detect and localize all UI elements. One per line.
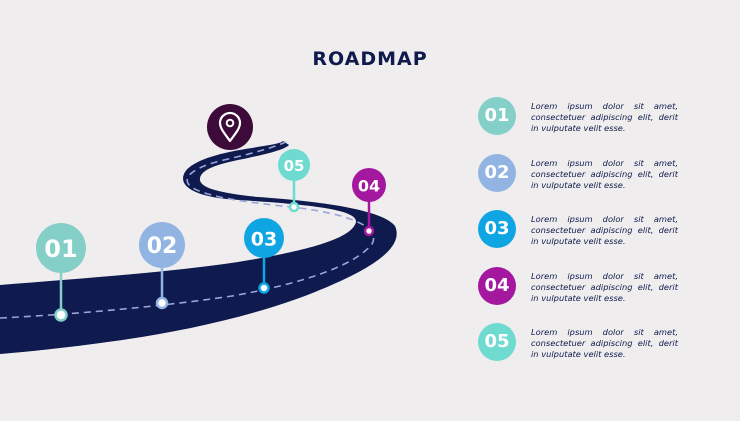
legend-description: Lorem ipsum dolor sit amet, consectetuer… (531, 270, 678, 303)
road-step-label: 02 (147, 234, 178, 259)
road-step-01: 01 (36, 223, 86, 322)
road-shape (0, 141, 397, 354)
legend-description: Lorem ipsum dolor sit amet, consectetuer… (531, 327, 678, 359)
map-pin-icon (207, 104, 253, 150)
legend-description: Lorem ipsum dolor sit amet, consectetuer… (531, 157, 678, 190)
legend-badge: 04 (478, 266, 516, 305)
road-step-label: 04 (358, 177, 380, 196)
road-step-04: 04 (352, 168, 386, 237)
road-step-label: 01 (44, 235, 77, 263)
legend-description: Lorem ipsum dolor sit amet, consectetuer… (531, 214, 678, 246)
road-step-03: 03 (244, 218, 284, 294)
road-step-02: 02 (139, 222, 185, 310)
road-step-label: 03 (251, 229, 277, 251)
road-centerline (0, 141, 375, 319)
legend-badge: 01 (478, 97, 516, 135)
legend-description: Lorem ipsum dolor sit amet, consectetuer… (531, 101, 678, 133)
legend-item-01: 01 Lorem ipsum dolor sit amet, consectet… (478, 96, 688, 153)
legend-list: 01 Lorem ipsum dolor sit amet, consectet… (478, 96, 688, 379)
page-title: ROADMAP (312, 48, 428, 70)
road-step-05: 05 (278, 149, 310, 213)
legend-badge: 03 (478, 210, 516, 248)
legend-badge: 05 (478, 323, 516, 361)
legend-badge: 02 (478, 153, 516, 192)
legend-item-04: 04 Lorem ipsum dolor sit amet, consectet… (478, 266, 688, 323)
road-step-label: 05 (284, 157, 305, 175)
legend-item-02: 02 Lorem ipsum dolor sit amet, consectet… (478, 153, 688, 210)
legend-item-03: 03 Lorem ipsum dolor sit amet, consectet… (478, 209, 688, 266)
legend-item-05: 05 Lorem ipsum dolor sit amet, consectet… (478, 322, 688, 379)
